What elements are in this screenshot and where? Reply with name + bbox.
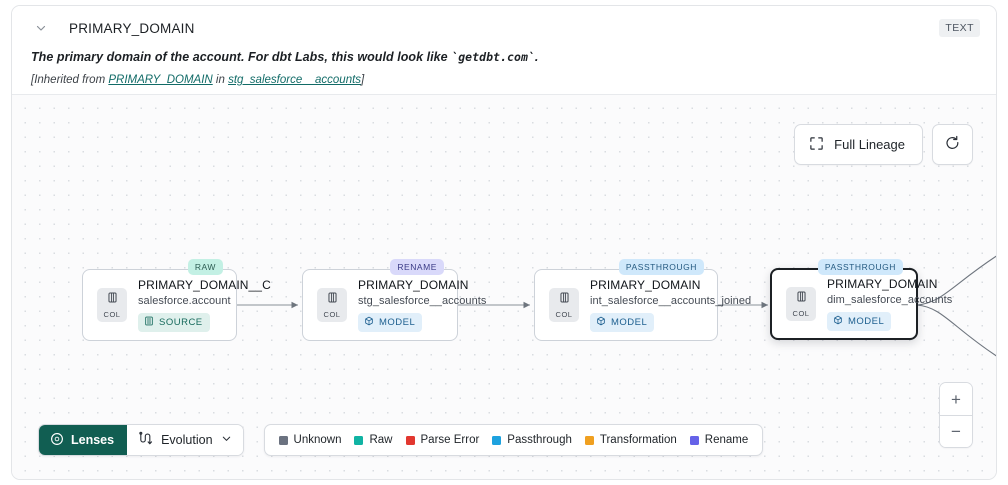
legend-swatch-raw (354, 435, 364, 445)
node-body: PRIMARY_DOMAIN int_salesforce__accounts_… (590, 278, 751, 332)
lenses-group: Lenses Evolution (38, 424, 244, 456)
column-tile-label: COL (792, 309, 810, 318)
node-kind-badge: MODEL (590, 313, 655, 332)
legend-label: Transformation (599, 434, 677, 446)
card-header: PRIMARY_DOMAIN TEXT The primary domain o… (12, 6, 996, 93)
node-column-name: PRIMARY_DOMAIN (358, 278, 469, 292)
column-icon (326, 291, 339, 309)
header-title-row: PRIMARY_DOMAIN (30, 18, 980, 38)
zoom-in-button[interactable]: + (940, 383, 972, 415)
column-type-tile: COL (317, 288, 347, 322)
lineage-legend: Unknown Raw Parse Error Passthrough (263, 424, 764, 456)
node-column-name: PRIMARY_DOMAIN (590, 278, 701, 292)
inherited-from-note: [Inherited from PRIMARY_DOMAIN in stg_sa… (30, 74, 980, 86)
canvas-bottom-toolbar: Lenses Evolution (38, 424, 764, 456)
evolution-label: Evolution (161, 433, 213, 447)
lineage-toolbar: Full Lineage (794, 124, 973, 165)
full-lineage-label: Full Lineage (834, 137, 905, 152)
type-badge: TEXT (939, 19, 980, 37)
legend-swatch-parse-error (405, 435, 415, 445)
inherited-middle: in (212, 74, 229, 86)
lineage-node[interactable]: COL PRIMARY_DOMAIN stg_salesforce__accou… (302, 259, 486, 341)
description-suffix: . (534, 50, 539, 64)
legend-label: Passthrough (507, 434, 572, 446)
legend-label: Raw (369, 434, 393, 446)
node-column-name: PRIMARY_DOMAIN (827, 277, 938, 291)
lineage-canvas[interactable]: Full Lineage (12, 94, 996, 479)
inherited-suffix: ] (361, 74, 365, 86)
lenses-label: Lenses (71, 433, 115, 447)
cube-icon (833, 315, 843, 328)
cube-icon (596, 316, 606, 329)
column-type-tile: COL (549, 288, 579, 322)
legend-item: Transformation (584, 434, 677, 446)
zoom-controls: + − (939, 382, 973, 448)
expand-icon (809, 136, 824, 154)
legend-swatch-transformation (584, 435, 594, 445)
node-table-name: int_salesforce__accounts_joined (590, 295, 752, 307)
chevron-down-icon[interactable] (34, 21, 48, 35)
legend-label: Rename (704, 434, 749, 446)
column-tile-label: COL (103, 310, 121, 319)
column-icon (106, 291, 119, 309)
legend-label: Unknown (293, 434, 342, 446)
refresh-button[interactable] (932, 124, 973, 165)
column-type-tile: COL (786, 287, 816, 321)
legend-swatch-passthrough (492, 435, 502, 445)
node-tag-badge: RENAME (390, 259, 444, 275)
legend-item: Rename (689, 434, 749, 446)
inherited-table-link[interactable]: stg_salesforce__accounts (228, 74, 362, 86)
lineage-node-selected[interactable]: COL PRIMARY_DOMAIN dim_salesforce_accoun… (770, 259, 952, 340)
legend-swatch-unknown (278, 435, 288, 445)
node-kind-label: MODEL (848, 316, 885, 327)
refresh-icon (944, 135, 961, 155)
aperture-icon (50, 432, 64, 449)
legend-item: Unknown (278, 434, 342, 446)
column-icon (795, 290, 808, 308)
lenses-button[interactable]: Lenses (39, 425, 128, 455)
column-tile-label: COL (323, 310, 341, 319)
legend-item: Passthrough (492, 434, 572, 446)
node-table-name: dim_salesforce_accounts (827, 294, 953, 306)
node-tag-badge: PASSTHROUGH (618, 259, 704, 275)
node-table-name: stg_salesforce__accounts (358, 295, 487, 307)
zoom-out-button[interactable]: − (940, 415, 972, 447)
lineage-node[interactable]: COL PRIMARY_DOMAIN int_salesforce__accou… (534, 259, 751, 341)
evolution-dropdown[interactable]: Evolution (127, 425, 243, 455)
node-kind-badge: MODEL (358, 313, 423, 332)
node-kind-label: SOURCE (159, 317, 203, 328)
column-description: The primary domain of the account. For d… (30, 50, 980, 64)
node-table-name: salesforce.account (138, 295, 231, 307)
column-type-tile: COL (97, 288, 127, 322)
node-kind-badge: MODEL (827, 312, 892, 331)
cube-icon (364, 316, 374, 329)
node-column-name: PRIMARY_DOMAIN__C (138, 278, 271, 292)
node-body: PRIMARY_DOMAIN stg_salesforce__accounts … (358, 278, 486, 332)
legend-item: Parse Error (405, 434, 480, 446)
node-body: PRIMARY_DOMAIN dim_salesforce_accounts M… (827, 277, 952, 331)
node-tag-badge: PASSTHROUGH (817, 259, 903, 275)
lineage-node[interactable]: COL PRIMARY_DOMAIN__C salesforce.account (82, 259, 271, 341)
chevron-down-icon (221, 433, 232, 447)
node-kind-label: MODEL (611, 317, 648, 328)
node-kind-badge: SOURCE (138, 313, 210, 332)
legend-swatch-rename (689, 435, 699, 445)
legend-label: Parse Error (420, 434, 480, 446)
database-icon (144, 316, 154, 329)
page-title: PRIMARY_DOMAIN (69, 20, 195, 36)
description-code: `getdbt.com` (451, 50, 535, 64)
full-lineage-button[interactable]: Full Lineage (794, 124, 923, 165)
column-detail-card: PRIMARY_DOMAIN TEXT The primary domain o… (11, 5, 997, 480)
node-body: PRIMARY_DOMAIN__C salesforce.account SOU… (138, 278, 271, 332)
inherited-prefix: [Inherited from (31, 74, 109, 86)
node-tag-badge: RAW (187, 259, 223, 275)
inherited-column-link[interactable]: PRIMARY_DOMAIN (108, 74, 213, 86)
description-text: The primary domain of the account. For d… (31, 50, 452, 64)
column-icon (558, 291, 571, 309)
legend-item: Raw (354, 434, 393, 446)
evolution-icon (138, 431, 153, 449)
node-kind-label: MODEL (379, 317, 416, 328)
column-tile-label: COL (555, 310, 573, 319)
